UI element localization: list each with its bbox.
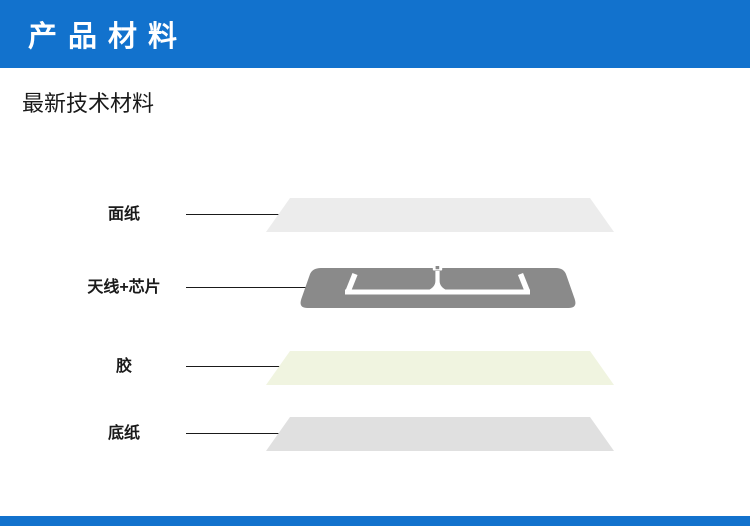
layer-adhesive — [266, 351, 614, 385]
layer-backing-paper — [266, 417, 614, 451]
antenna-trace — [345, 271, 531, 295]
layer-antenna-chip — [300, 262, 576, 308]
leader-line — [186, 214, 312, 215]
layer-label-face-paper: 面纸 — [107, 206, 140, 223]
chip-contact — [435, 266, 440, 270]
layer-label-backing-paper: 底纸 — [107, 425, 140, 442]
footer-bar — [0, 516, 750, 526]
leader-line — [186, 287, 312, 288]
layer-label-adhesive: 胶 — [115, 358, 132, 375]
leader-line — [186, 433, 312, 434]
header-banner: 产品材料 — [0, 0, 750, 68]
page-title: 产品材料 — [28, 21, 189, 53]
section-subtitle: 最新技术材料 — [22, 91, 155, 116]
leader-line — [186, 366, 312, 367]
layer-face-paper — [266, 198, 614, 232]
layer-label-antenna-chip: 天线+芯片 — [87, 279, 161, 296]
